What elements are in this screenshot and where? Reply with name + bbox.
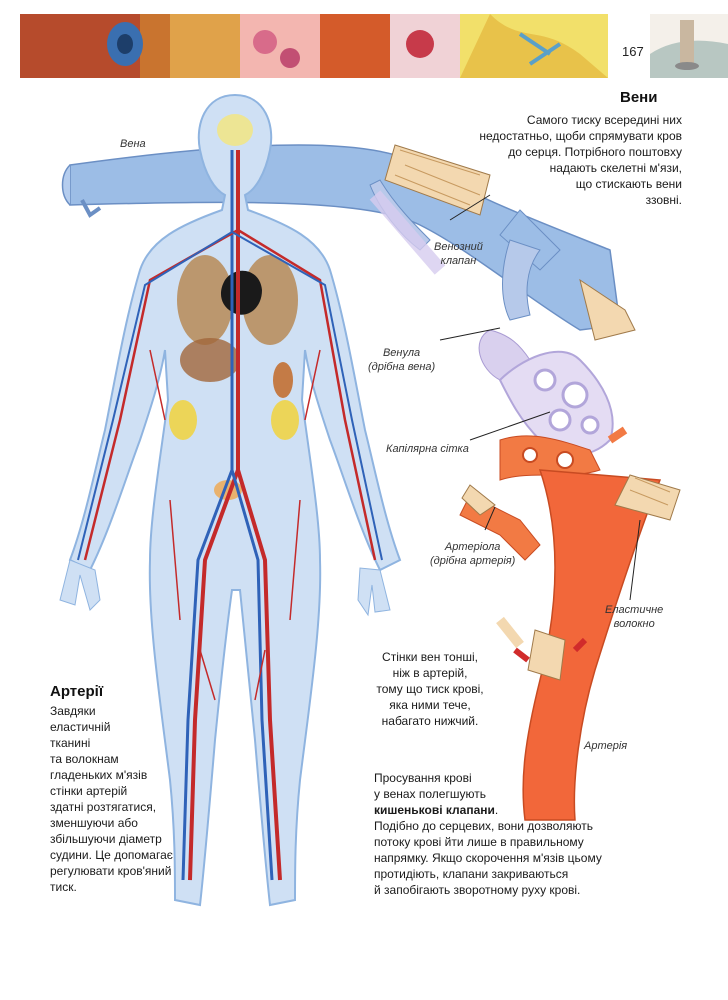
banner-illustration-left <box>20 14 608 78</box>
page-number: 167 <box>622 44 644 59</box>
veins-description: Самого тиску всередині них недостатньо, … <box>479 113 682 207</box>
veins-heading: Вени <box>620 89 658 106</box>
label-vein: Вена <box>120 138 146 150</box>
capillary-network-diagram <box>478 329 628 481</box>
top-illustration-banner: 167 <box>0 0 728 80</box>
pocket-valves-term: кишенькові клапани <box>374 803 495 817</box>
label-arteriole: Артеріола (дрібна артерія) <box>430 541 516 567</box>
label-elastic-fiber: Еластичне волокно <box>605 604 664 630</box>
label-artery: Артерія <box>584 740 628 752</box>
circulatory-system-illustration <box>59 93 681 907</box>
arteries-heading: Артерії <box>50 683 104 700</box>
human-body-circulation <box>59 93 402 907</box>
label-capillary-network: Капілярна сітка <box>386 443 469 455</box>
large-vein-diagram <box>61 144 636 341</box>
artery-diagram <box>459 469 681 821</box>
vein-wall-note: Стінки вен тонші, ніж в артерій, тому що… <box>376 650 484 728</box>
pocket-valves-note: Просування крові у венах полегшують кише… <box>374 771 602 897</box>
label-venous-valve: Венозний клапан <box>434 241 483 267</box>
label-venule: Венула (дрібна вена) <box>368 347 436 373</box>
label-pointer-lines <box>439 194 641 601</box>
arteries-description: Завдяки еластичній тканині та волокнам г… <box>50 704 173 894</box>
banner-illustration-right <box>650 14 728 78</box>
